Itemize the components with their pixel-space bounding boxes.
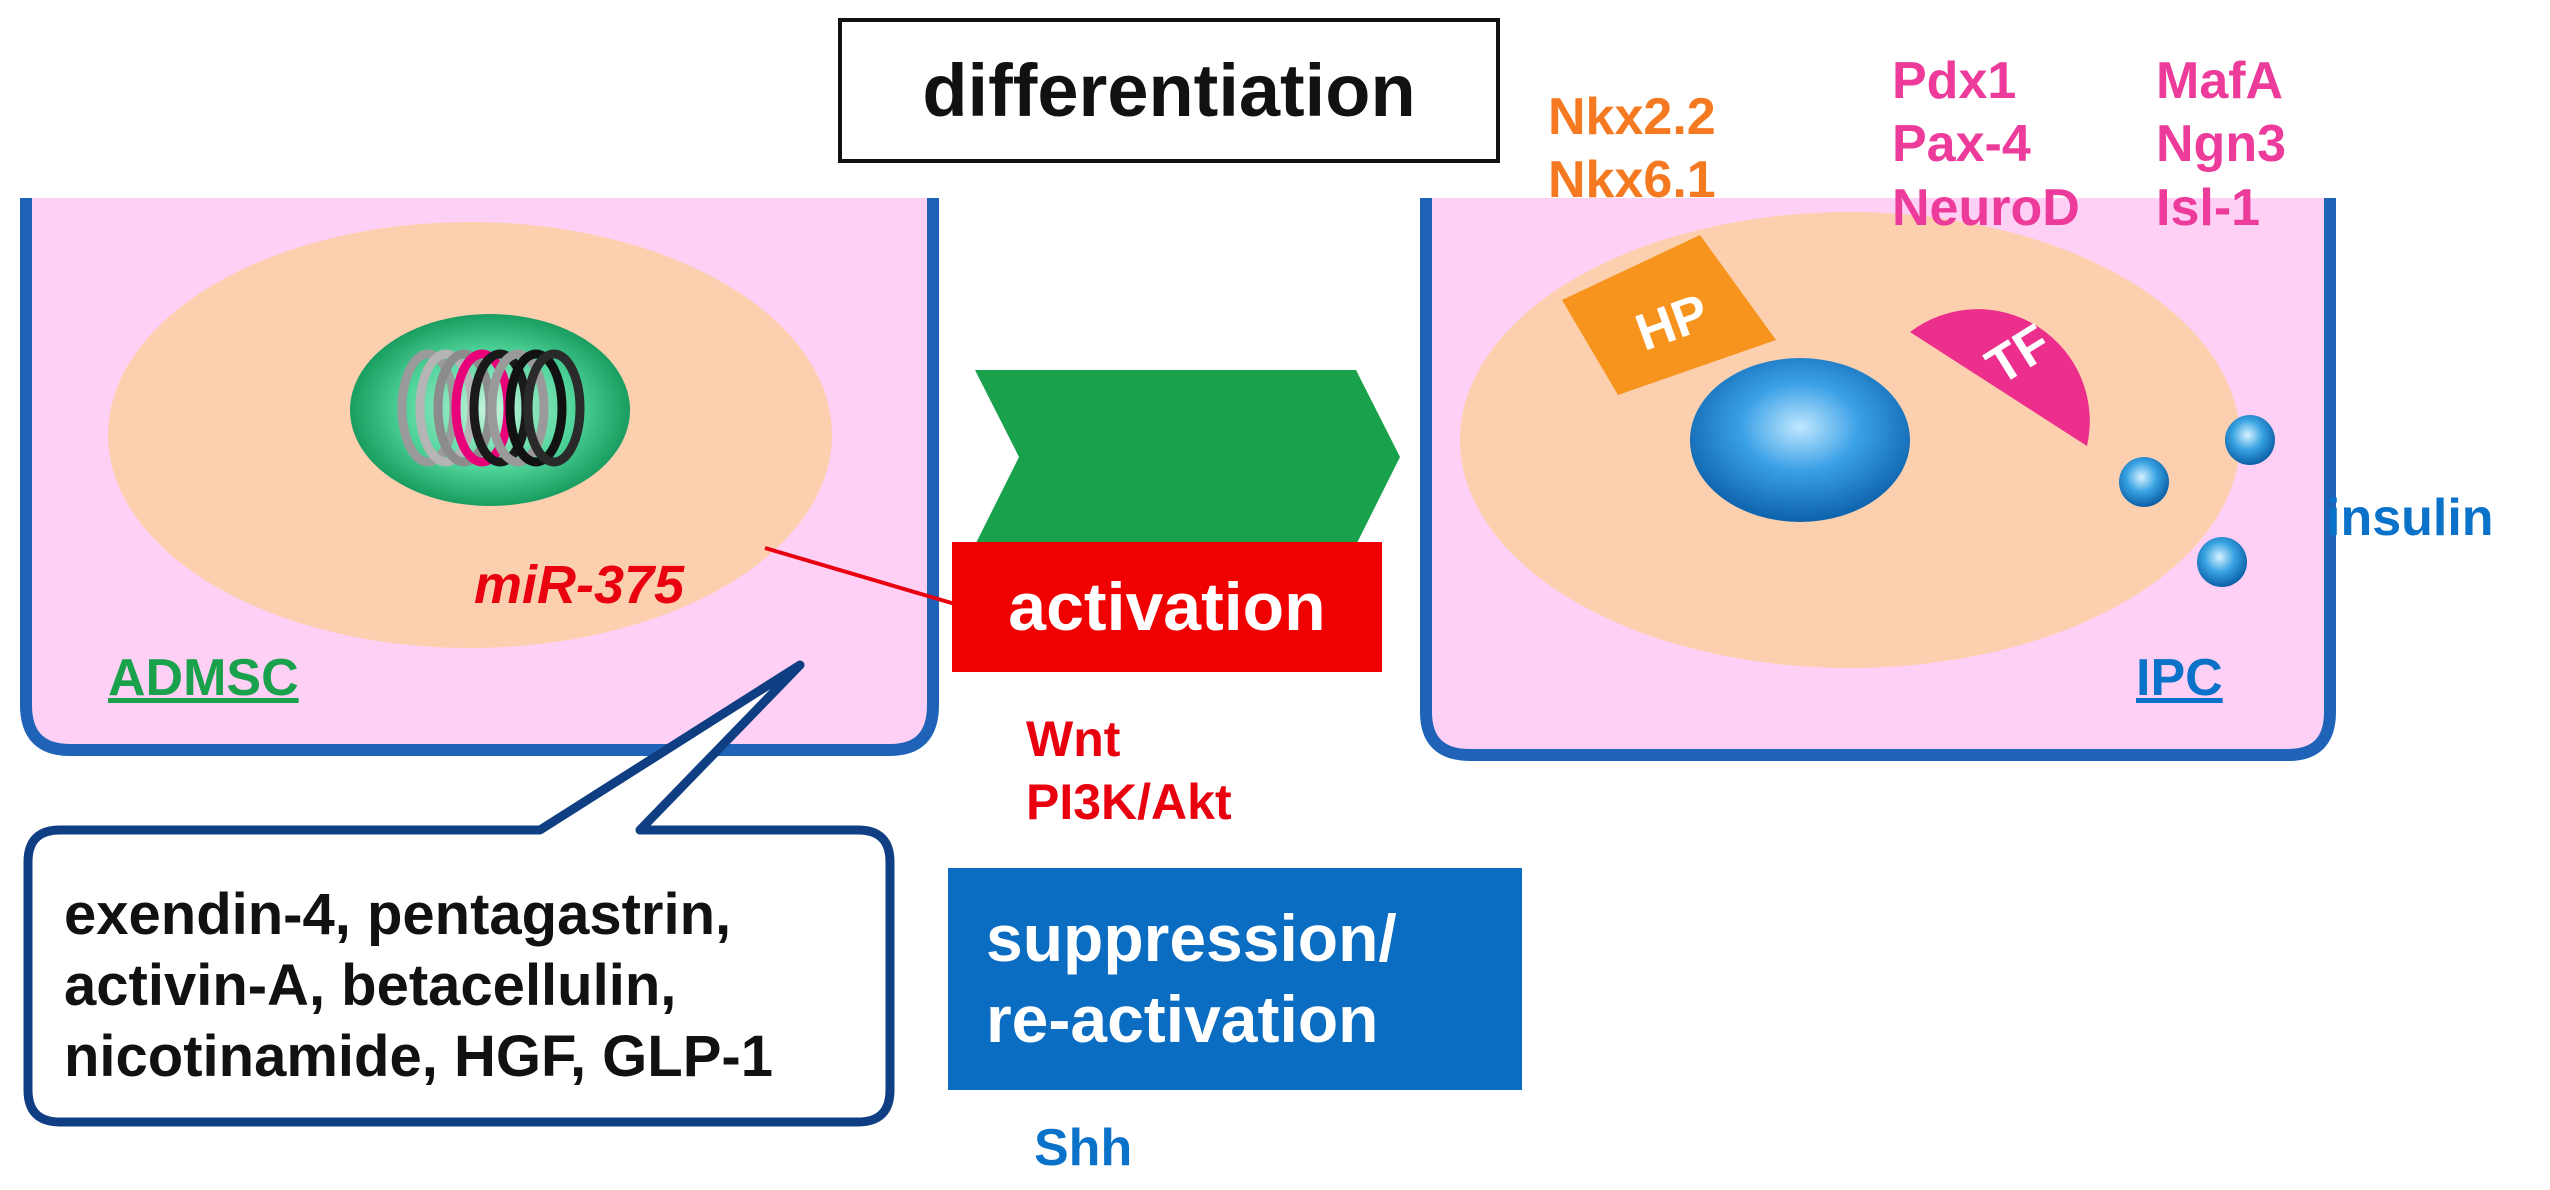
inducer-list: exendin-4, pentagastrin, activin-A, beta…	[64, 880, 904, 1092]
ipc-cell	[1420, 198, 2336, 761]
tf-factor-list-2: MafA Ngn3 Isl-1	[2156, 50, 2286, 240]
factor-neurod: NeuroD	[1892, 178, 2080, 237]
ipc-nucleus	[1690, 358, 1910, 522]
inducer-line: activin-A, betacellulin,	[64, 952, 677, 1018]
admsc-label: ADMSC	[108, 649, 299, 707]
activation-box: activation	[952, 542, 1382, 672]
hp-factor-list: Nkx2.2 Nkx6.1	[1548, 86, 1716, 213]
hp-badge-shape	[1562, 235, 1776, 395]
activation-pathways: Wnt PI3K/Akt	[1026, 708, 1232, 833]
insulin-granule-icon	[2225, 415, 2275, 465]
chevron-icon	[1275, 370, 1400, 545]
insulin-granule-icon	[2119, 457, 2169, 507]
chromatin-icon	[397, 349, 585, 467]
mirna-label: miR-375	[474, 555, 685, 615]
reactivation-line: re-activation	[986, 982, 1379, 1056]
factor-mafa: MafA	[2156, 52, 2284, 110]
tf-badge-shape	[1910, 309, 2090, 446]
mirna-connector-line	[764, 546, 956, 606]
tf-factor-list-1: Pdx1 Pax-4 NeuroD	[1892, 50, 2080, 240]
insulin-granule-icon	[2197, 537, 2247, 587]
factor-pdx1: Pdx1	[1892, 52, 2017, 110]
inducer-line: exendin-4, pentagastrin,	[64, 882, 732, 947]
insulin-label: insulin	[2326, 489, 2494, 547]
differentiation-title: differentiation	[838, 18, 1500, 163]
pathway-shh: Shh	[1034, 1119, 1133, 1177]
pathway-wnt: Wnt	[1026, 711, 1121, 767]
admsc-cell	[20, 198, 939, 756]
factor-ngn3: Ngn3	[2156, 115, 2286, 174]
differentiation-chevrons	[975, 370, 1400, 545]
factor-pax4: Pax-4	[1892, 115, 2031, 174]
ipc-cell-wall	[1420, 198, 2336, 761]
factor-nkx2-2: Nkx2.2	[1548, 88, 1716, 146]
suppression-line: suppression/	[986, 901, 1397, 976]
activation-label: activation	[1008, 569, 1326, 645]
admsc-cell-wall	[20, 198, 939, 756]
inducer-line: nicotinamide, HGF, GLP-1	[64, 1023, 773, 1089]
pathway-pi3k-akt: PI3K/Akt	[1026, 773, 1232, 830]
factor-nkx6-1: Nkx6.1	[1548, 151, 1716, 210]
factor-isl1: Isl-1	[2156, 178, 2261, 237]
inducer-callout	[23, 660, 895, 1127]
suppression-box: suppression/ re-activation	[948, 868, 1522, 1090]
ipc-label: IPC	[2136, 649, 2223, 707]
title-text: differentiation	[922, 49, 1416, 132]
